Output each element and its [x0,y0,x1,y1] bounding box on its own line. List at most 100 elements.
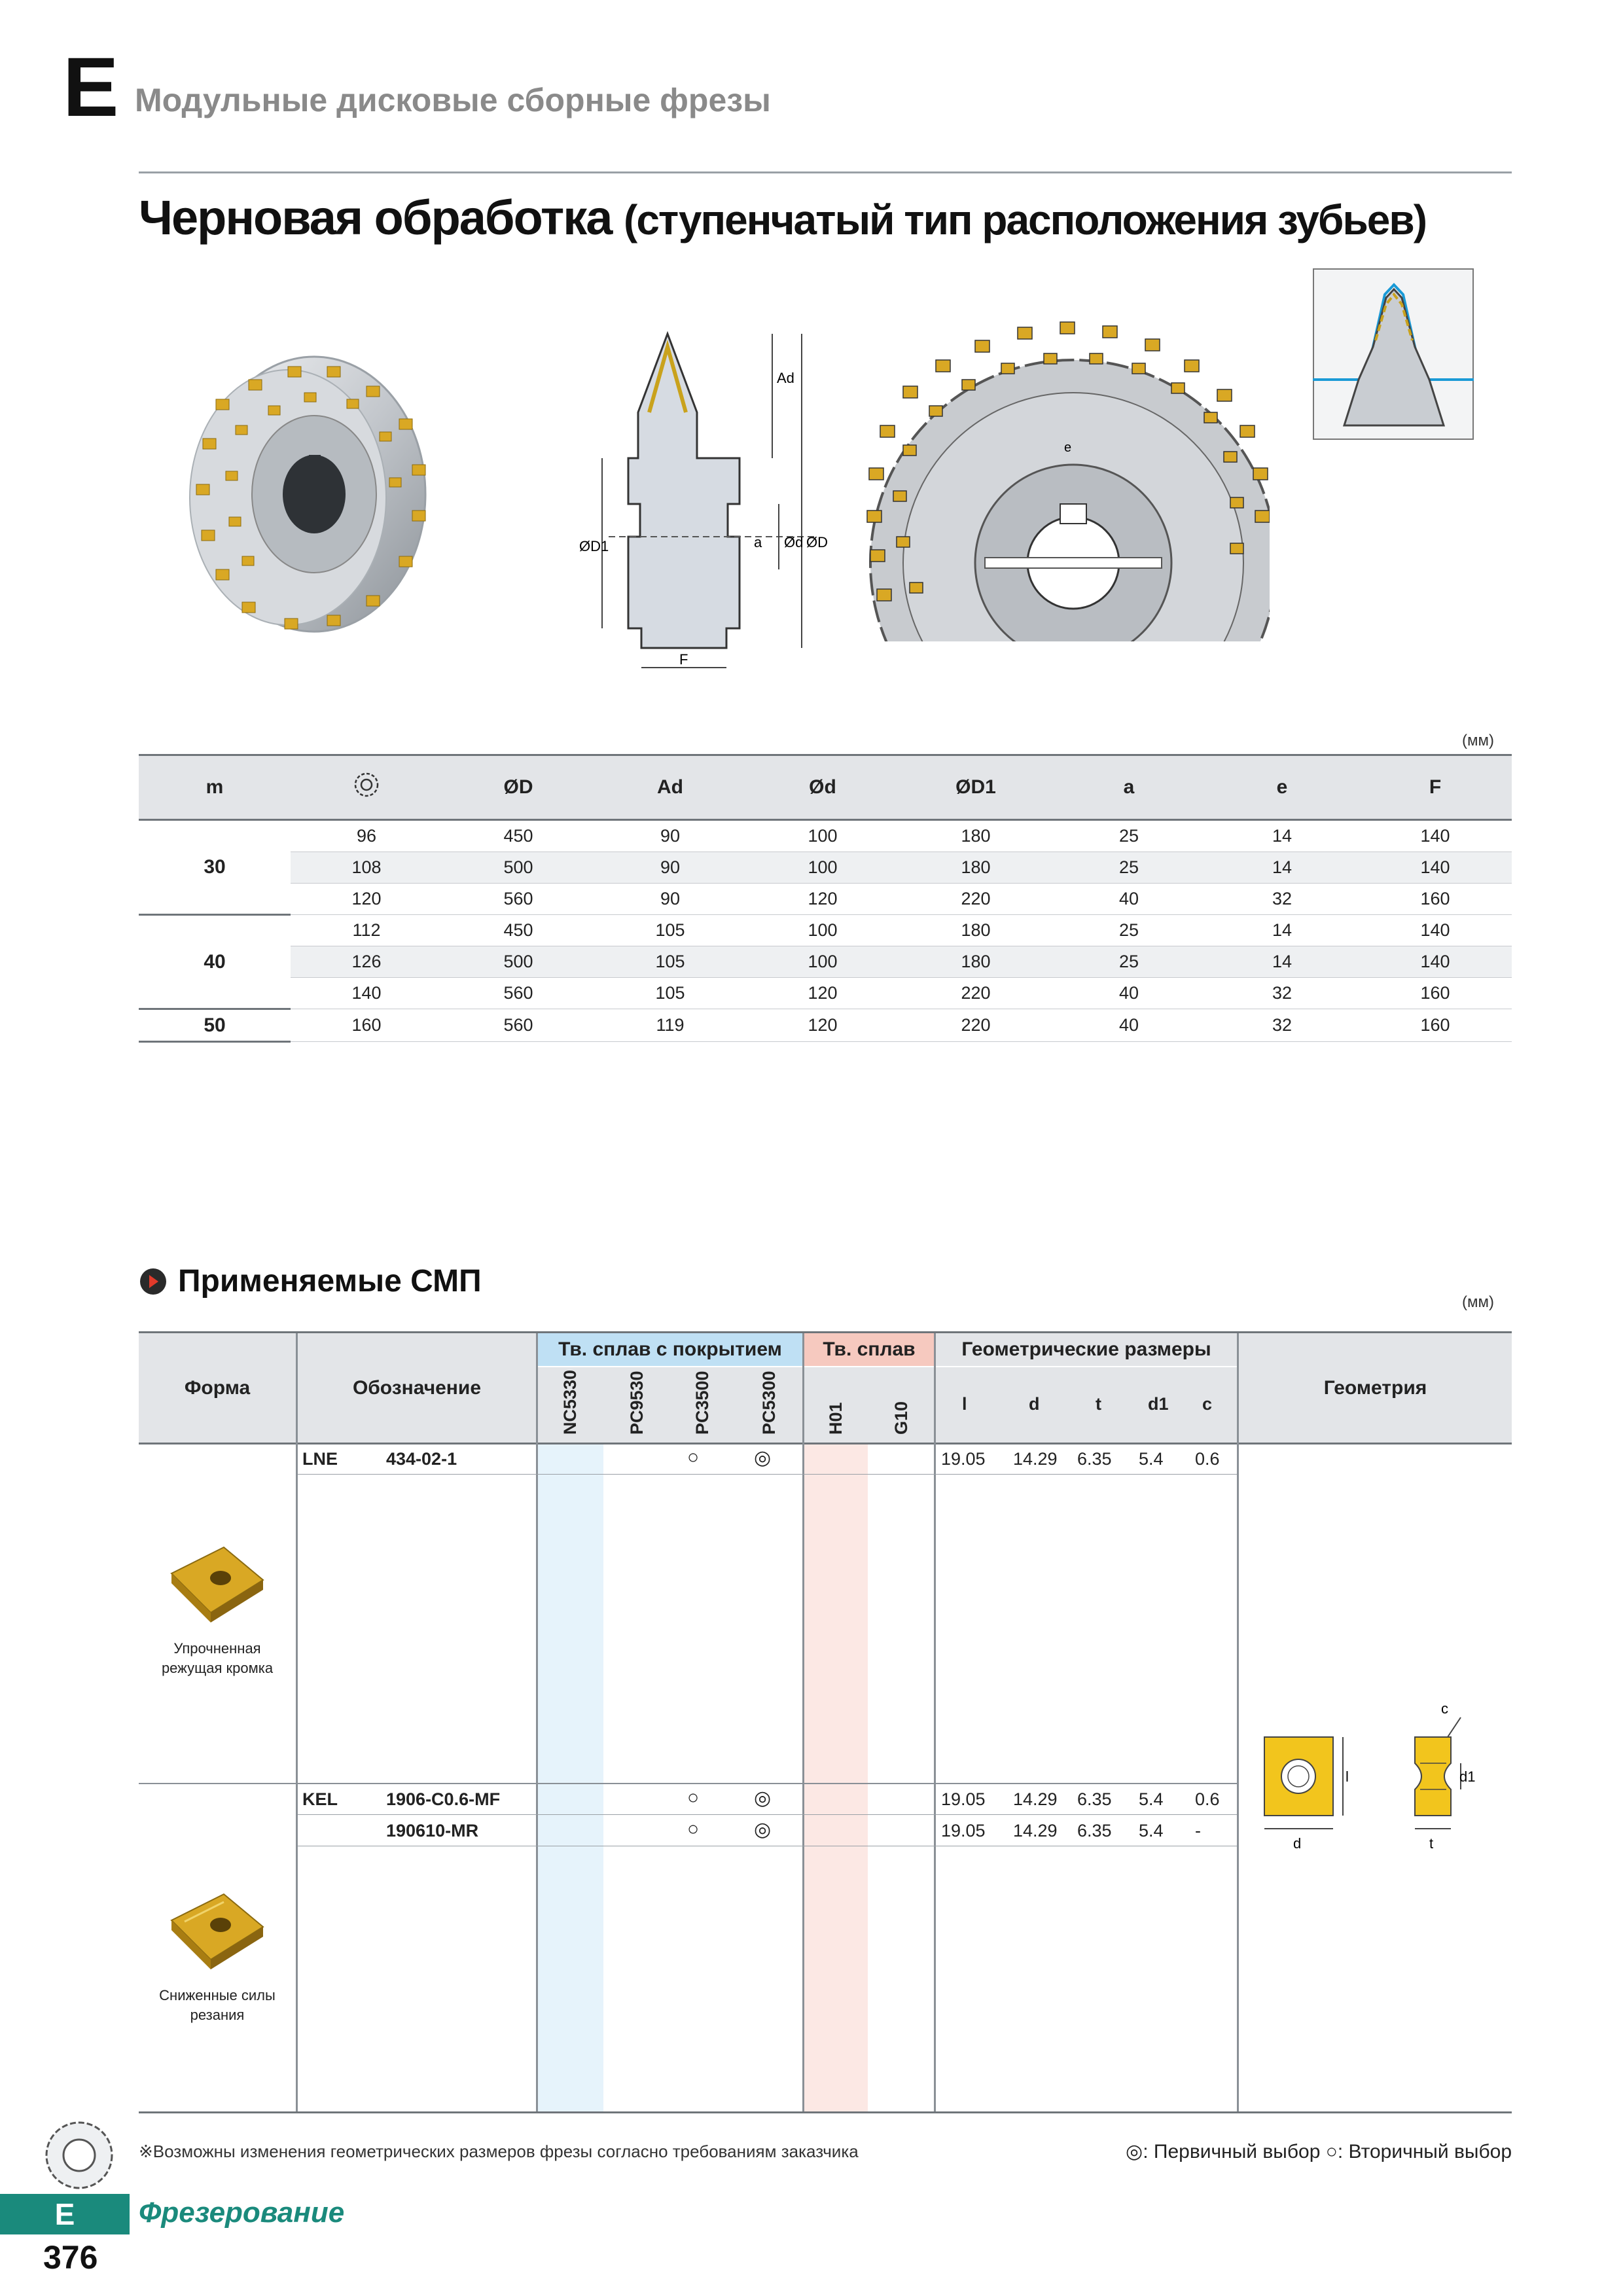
cutter-table-cell: 126 [291,946,442,978]
teeth-count-icon [354,772,379,797]
lne-insert-image [170,1546,264,1623]
cutter-table-cell: 500 [442,852,594,884]
grade-pc3500: PC3500 [692,1371,712,1435]
dim-d-small: Ød [784,534,803,550]
inserts-bottom-rule [139,2111,1512,2113]
hdr-grades-carbide [804,1367,934,1443]
dim-e: e [1064,440,1071,455]
cutter-table-cell: 40 [1052,977,1205,1009]
row1-pc3500: ○ [687,1446,700,1468]
cutter-table-cell: 32 [1205,977,1359,1009]
grade-pc9530: PC9530 [627,1371,647,1435]
cutter-table-cell: 25 [1052,914,1205,946]
footer-cutter-icon [45,2121,113,2189]
lne-caption: Упрочненная режущая кромка [161,1640,274,1676]
inserts-header-rule [139,1443,1512,1444]
row-sep-lne [298,1474,1237,1475]
kel-caption: Сниженные силы резания [159,1987,276,2023]
col-teeth [291,756,442,820]
hdr-geometry: Геометрия [1239,1333,1512,1443]
cutter-table-cell: 160 [1359,883,1512,915]
cutter-table-cell: 160 [1359,1009,1512,1042]
hdr-dims [936,1367,1237,1443]
cutter-table-cell: 180 [899,852,1052,884]
cutter-table-cell: 560 [442,977,594,1009]
col-f: F [1359,756,1512,820]
cutter-table-cell: 90 [594,819,746,852]
cutter-table-cell: 450 [442,914,594,946]
cutter-table-cell: 120 [746,883,899,915]
dim-hdr-l: l [962,1394,967,1414]
dim-d-big: ØD [806,534,828,550]
cutter-table-cell: 25 [1052,852,1205,884]
inserts-top-rule [139,1331,1512,1333]
col-e: e [1205,756,1359,820]
cutter-table-cell: 14 [1205,819,1359,852]
row3-code: 190610-MR [386,1821,479,1840]
row2-t: 6.35 [1077,1789,1112,1809]
cutter-table-cell: 40 [1052,1009,1205,1042]
row2-d1: 5.4 [1139,1789,1164,1809]
row2-l: 19.05 [941,1789,986,1809]
dim-hdr-t: t [1096,1394,1101,1414]
vsep-5 [1237,1333,1239,2113]
dim-a: a [754,534,762,550]
cutter-table-cell: 160 [291,1009,442,1042]
cutter-table-cell: 90 [594,883,746,915]
grade-pc5300: PC5300 [759,1371,779,1435]
row-sep-kel-1 [298,1814,1237,1815]
cutter-table-cell: 180 [899,946,1052,978]
geom-t: t [1429,1835,1433,1852]
group-separator [139,1783,1237,1784]
row1-c: 0.6 [1195,1449,1220,1469]
selection-legend: ◎: Первичный выбор ○: Вторичный выбор [1126,2141,1512,2162]
cutter-table-header: m ØD Ad Ød ØD1 a e F [139,756,1512,820]
coated-tint-nc5330 [538,1443,603,2113]
col-od1: ØD1 [899,756,1052,820]
dim-ad: Ad [777,370,794,386]
cutter-table-cell: 180 [899,914,1052,946]
cutter-table-cell: 105 [594,914,746,946]
geom-l: l [1346,1768,1349,1785]
cutter-table-cell: 25 [1052,946,1205,978]
cutter-table-cell: 140 [1359,946,1512,978]
carbide-tint-h01 [802,1443,868,2113]
module-cell: 30 [139,819,291,916]
inserts-unit: (мм) [1462,1293,1494,1311]
footer-section-label: Фрезерование [139,2197,345,2229]
cutter-table-cell: 140 [1359,819,1512,852]
grade-h01: H01 [826,1402,846,1435]
col-a: a [1052,756,1205,820]
cutter-table-cell: 560 [442,1009,594,1042]
inserts-title-text: Применяемые СМП [178,1264,482,1299]
row2-pc5300: ◎ [754,1787,772,1809]
cutter-table-cell: 560 [442,883,594,915]
module-cell: 40 [139,914,291,1010]
grade-nc5330: NC5330 [560,1369,580,1435]
row2-d: 14.29 [1013,1789,1058,1809]
cutter-table-cell: 32 [1205,1009,1359,1042]
hdr-coated: Тв. сплав с покрытием [538,1333,802,1366]
cutter-table-cell: 140 [1359,914,1512,946]
cutter-table-cell: 100 [746,852,899,884]
cutter-table-cell: 119 [594,1009,746,1042]
inserts-table: Форма Обозначение Тв. сплав с покрытием … [139,1331,1512,2113]
cutter-table-unit: (мм) [1462,732,1494,749]
col-m: m [139,756,291,820]
cutter-table-cell: 105 [594,946,746,978]
geom-c: c [1441,1700,1448,1717]
dim-hdr-d: d [1029,1394,1040,1414]
cutter-table-cell: 220 [899,883,1052,915]
vsep-3 [802,1333,804,2113]
cutter-section-diagram: Ad ØD1 a Ød ØD F [579,331,828,668]
vsep-2 [536,1333,538,2113]
cutter-table-cell: 105 [594,977,746,1009]
